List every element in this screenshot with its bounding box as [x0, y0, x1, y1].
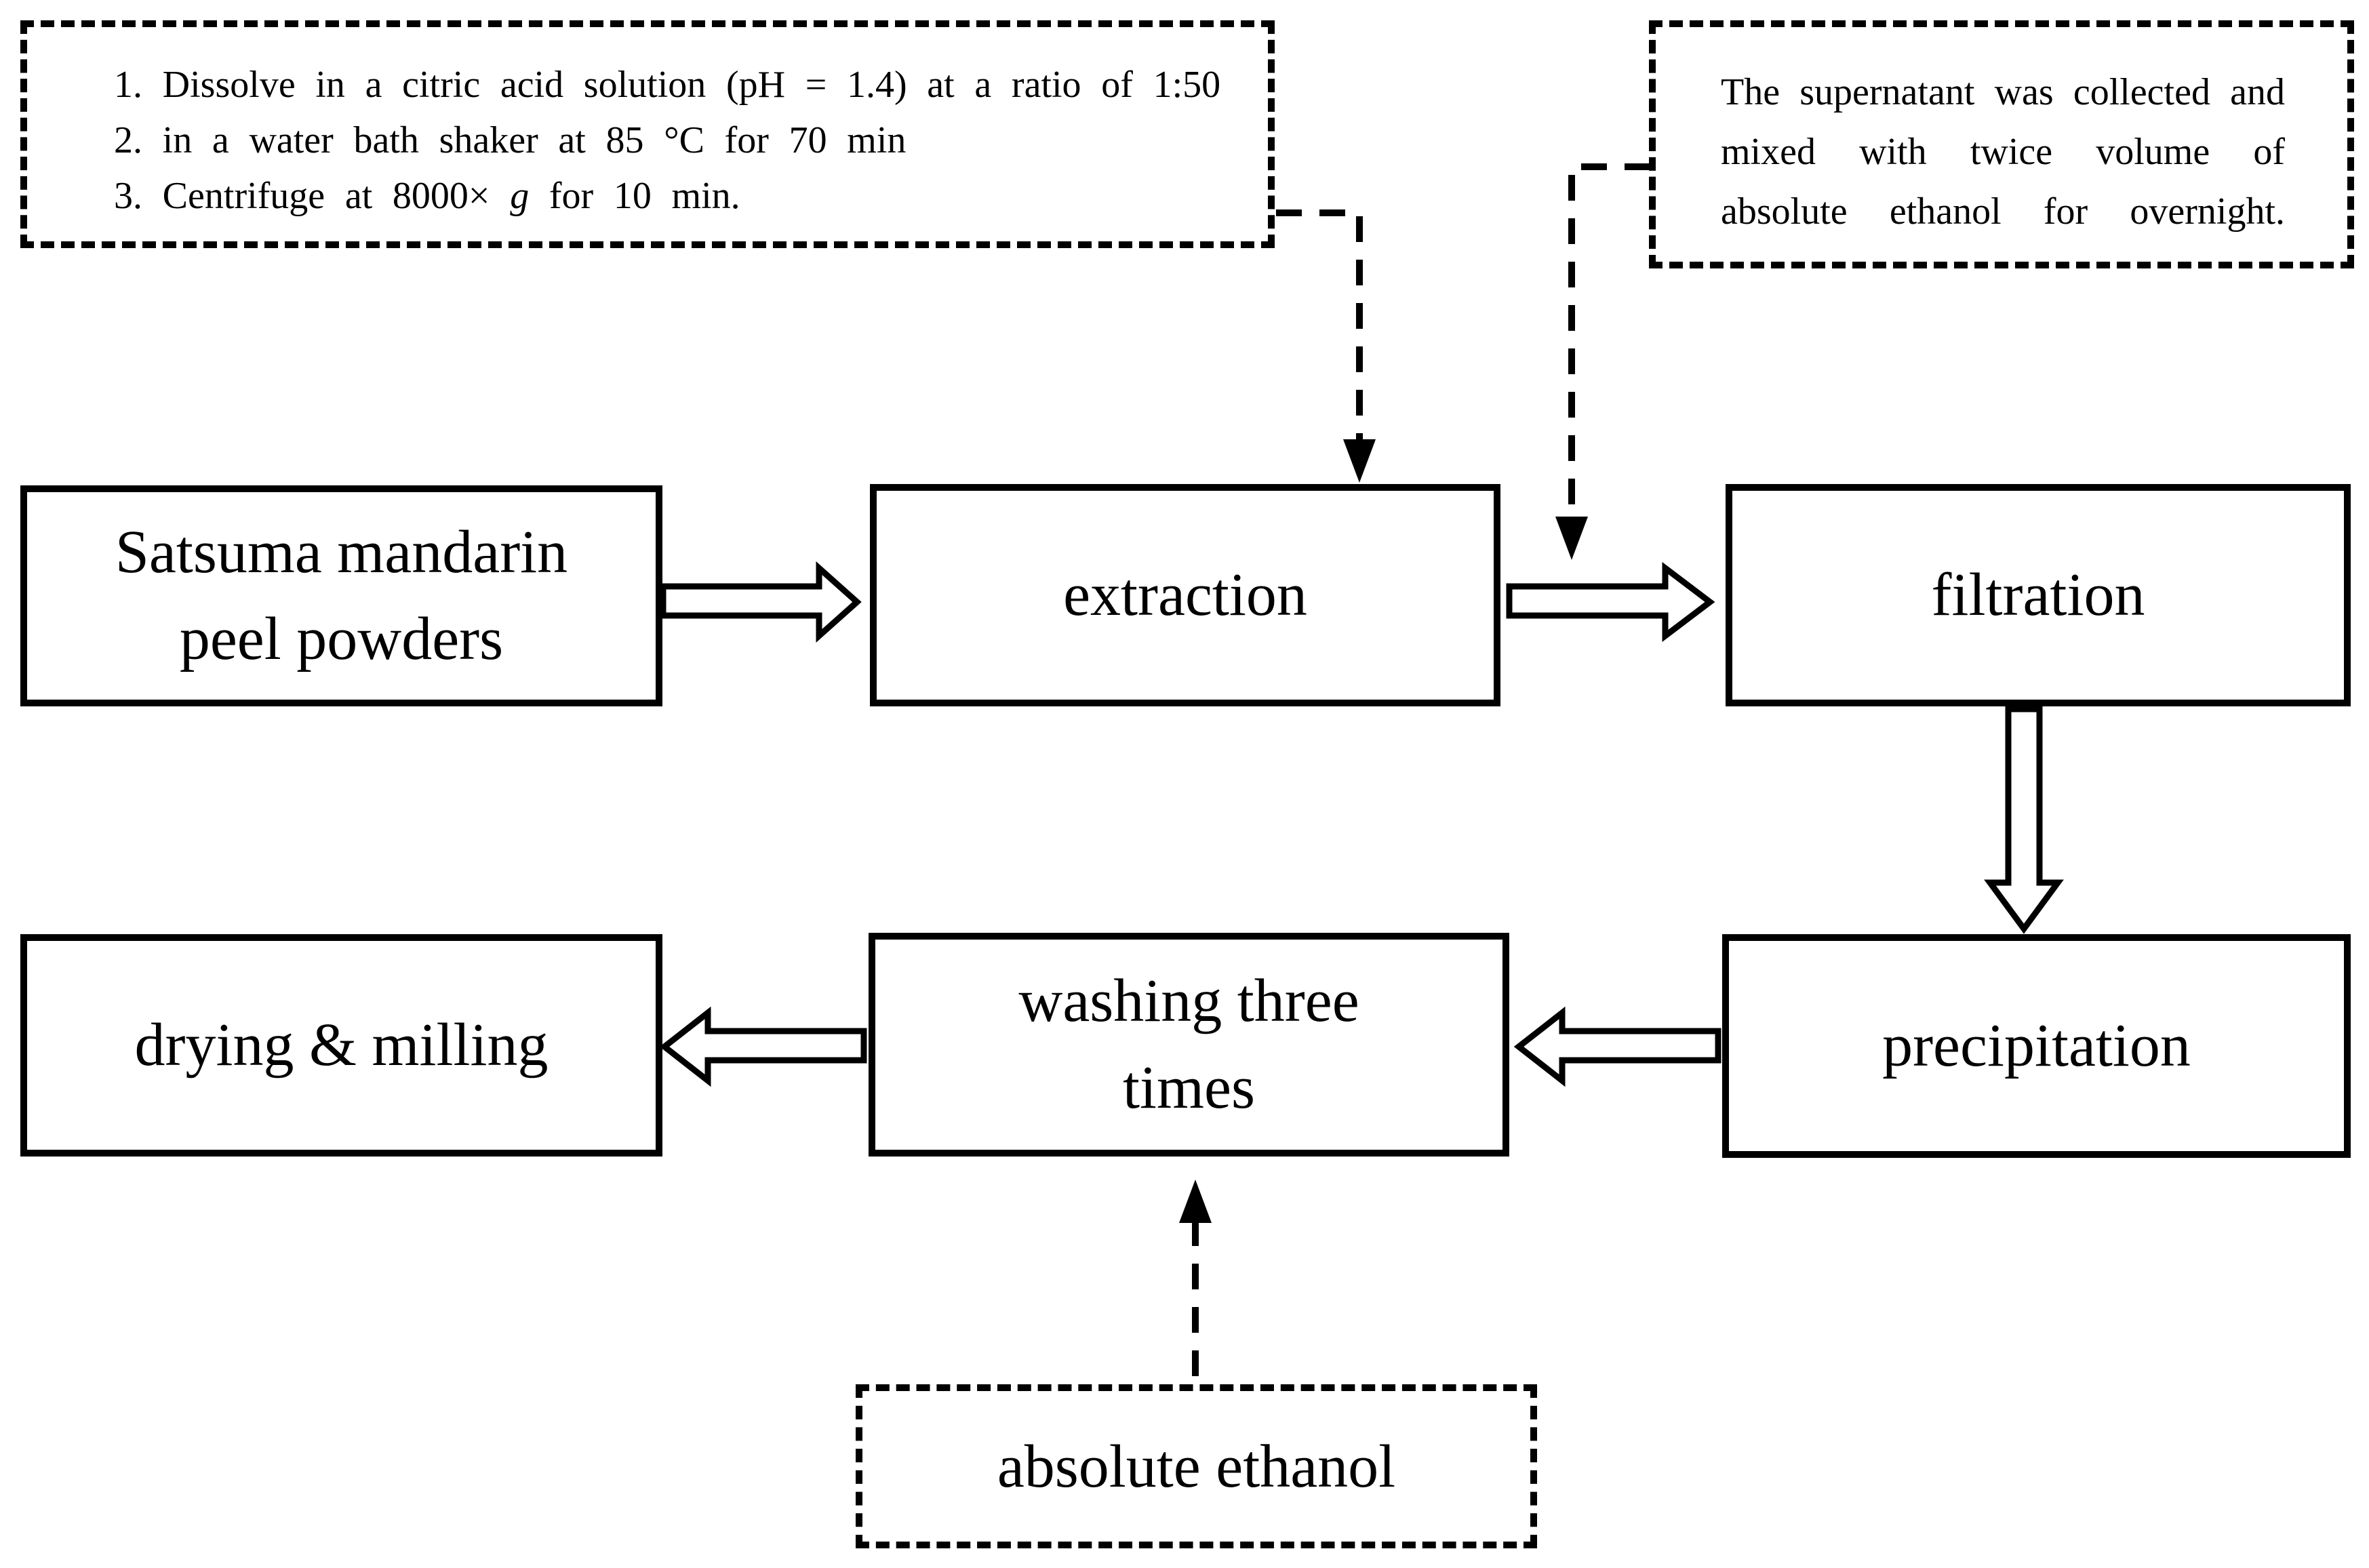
- note-supernatant: The supernatant was collected and mixed …: [1649, 20, 2354, 268]
- dashed-arrowhead-ethanol: [1179, 1180, 1212, 1223]
- note-steps-line-3: 3. Centrifuge at 8000× g for 10 min.: [114, 168, 1248, 224]
- note-supernatant-text: The supernatant was collected and mixed …: [1721, 71, 2285, 233]
- note-steps-line-1: 1. Dissolve in a citric acid solution (p…: [114, 64, 1221, 106]
- box-satsuma-mandarin-peel-powders: Satsuma mandarin peel powders: [20, 485, 662, 706]
- note-steps-line-2: 2. in a water bath shaker at 85 °C for 7…: [114, 119, 907, 161]
- box-drying-label: drying & milling: [134, 1011, 549, 1079]
- arrow-precipitation-to-washing: [1513, 1006, 1721, 1087]
- note-ethanol-label: absolute ethanol: [997, 1432, 1396, 1500]
- box-filtration-label: filtration: [1931, 561, 2145, 629]
- box-filtration: filtration: [1726, 484, 2351, 706]
- arrow-powders-to-extraction: [660, 561, 862, 643]
- box-washing-label: washing three times: [1018, 967, 1359, 1121]
- box-extraction-label: extraction: [1063, 561, 1307, 629]
- box-washing-three-times: washing three times: [869, 933, 1509, 1157]
- arrow-extraction-to-filtration: [1506, 561, 1715, 643]
- arrow-washing-to-drying: [659, 1006, 867, 1087]
- note-steps-line-3-prefix: 3. Centrifuge at 8000×: [114, 175, 511, 217]
- note-steps-line-3-suffix: for 10 min.: [529, 175, 740, 217]
- box-extraction: extraction: [870, 484, 1500, 706]
- box-precipitation: precipitation: [1722, 934, 2351, 1158]
- note-absolute-ethanol: absolute ethanol: [856, 1384, 1537, 1548]
- box-source-label: Satsuma mandarin peel powders: [115, 519, 568, 672]
- dashed-arrow-supernatant-to-flow: [1568, 163, 1650, 518]
- box-drying-milling: drying & milling: [20, 934, 662, 1157]
- dashed-arrowhead-steps: [1343, 439, 1376, 483]
- note-steps-line-3-gforce: g: [510, 175, 530, 217]
- dashed-arrowhead-supernatant: [1555, 517, 1588, 560]
- dashed-arrow-steps-to-extraction: [1276, 209, 1363, 441]
- box-precipitation-label: precipitation: [1882, 1012, 2191, 1080]
- note-extraction-steps: 1. Dissolve in a citric acid solution (p…: [20, 20, 1275, 248]
- arrow-filtration-to-precipitation: [1984, 706, 2064, 934]
